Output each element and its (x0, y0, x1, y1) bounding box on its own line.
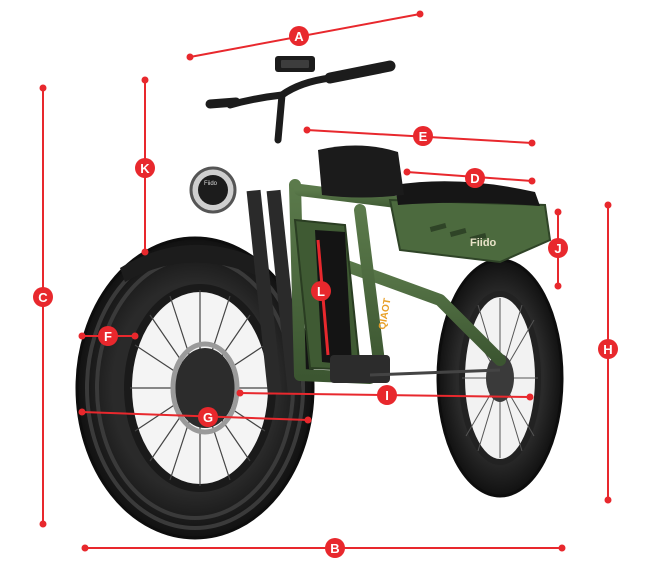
svg-text:L: L (317, 284, 325, 299)
rack-slots (429, 222, 487, 242)
badge-C: C (33, 287, 53, 307)
battery-pack (315, 230, 352, 365)
badge-I: I (377, 385, 397, 405)
fuel-tank-cover (318, 145, 404, 198)
front-fender (120, 244, 265, 282)
svg-text:K: K (140, 161, 150, 176)
badge-G: G (198, 407, 218, 427)
badge-D: D (465, 168, 485, 188)
frame-text: QIAOT (377, 297, 393, 330)
motor-housing (330, 355, 390, 383)
badge-F: F (98, 326, 118, 346)
svg-text:E: E (419, 129, 428, 144)
front-fork (246, 189, 302, 396)
svg-text:A: A (294, 29, 304, 44)
handlebar (205, 60, 396, 144)
seat (395, 181, 540, 206)
svg-text:G: G (203, 410, 213, 425)
svg-text:J: J (554, 241, 561, 256)
svg-text:I: I (385, 388, 389, 403)
badge-A: A (289, 26, 309, 46)
rack-brand-text: Fiido (470, 237, 497, 249)
dimension-badges: A B C D E F G H I J K L (33, 26, 618, 558)
svg-text:B: B (330, 541, 339, 556)
rear-rack (388, 198, 552, 264)
badge-J: J (548, 238, 568, 258)
headlight: Fiido (189, 166, 237, 214)
svg-text:D: D (470, 171, 479, 186)
badge-E: E (413, 126, 433, 146)
badge-H: H (598, 339, 618, 359)
svg-text:C: C (38, 290, 48, 305)
svg-text:H: H (603, 342, 612, 357)
headlight-brand: Fiido (204, 181, 218, 187)
svg-text:F: F (104, 329, 112, 344)
badge-B: B (325, 538, 345, 558)
chain (369, 368, 501, 377)
rear-wheel (436, 258, 564, 498)
badge-L: L (311, 281, 331, 301)
badge-K: K (135, 158, 155, 178)
